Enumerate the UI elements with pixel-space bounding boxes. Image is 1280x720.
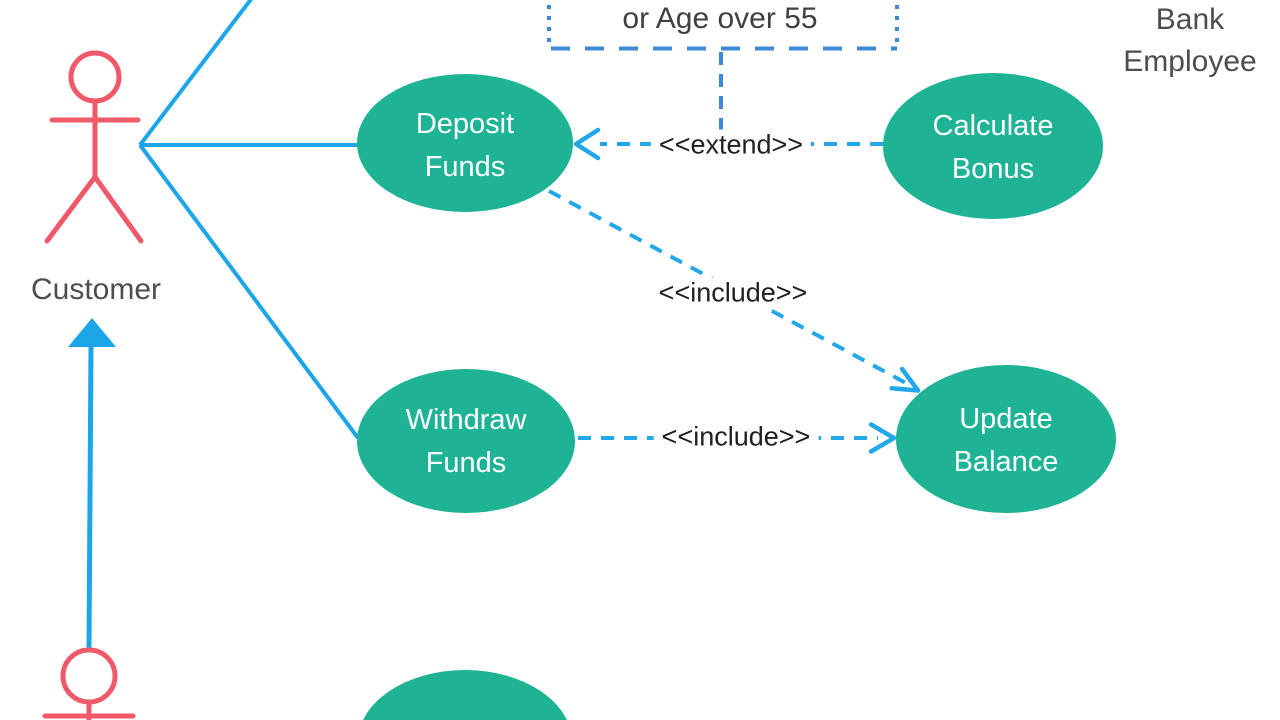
- use-case-ellipse-withdraw-funds: [357, 369, 575, 513]
- include-relationship-deposit: [548, 189, 921, 393]
- include-label-deposit: <<include>>: [650, 277, 816, 309]
- generalization-line: [86, 346, 94, 649]
- sub-actor-figure: [42, 647, 136, 720]
- withdraw-funds-line1: Withdraw: [405, 404, 527, 436]
- use-case-label-update-balance: Update Balance: [954, 398, 1059, 484]
- bank-employee-label-line1: Bank: [1155, 3, 1225, 36]
- use-case-ellipse-calculate-bonus: [883, 73, 1103, 219]
- association-line-withdraw: [138, 143, 360, 440]
- calculate-bonus-line1: Calculate: [932, 110, 1054, 142]
- include-label-withdraw: <<include>>: [653, 421, 819, 453]
- sub-actor-head: [60, 647, 118, 705]
- deposit-funds-line1: Deposit: [415, 108, 515, 140]
- extend-label: <<extend>>: [650, 129, 812, 161]
- note-box: [547, 0, 899, 140]
- withdraw-funds-line2: Funds: [425, 447, 507, 479]
- customer-label: Customer: [30, 273, 162, 306]
- update-balance-line2: Balance: [953, 446, 1059, 478]
- bank-employee-label: Bank Employee: [1123, 0, 1256, 83]
- use-case-ellipse-convert: [363, 670, 567, 720]
- generalization-arrowhead: [68, 318, 116, 347]
- use-case-ellipse-deposit-funds: [357, 74, 573, 212]
- customer-actor-figure: [44, 50, 144, 244]
- note-text: or Age over 55: [622, 2, 818, 35]
- include-arrowhead-horizontal: [868, 422, 897, 454]
- deposit-funds-line2: Funds: [424, 151, 506, 183]
- generalization-arrow: [68, 318, 116, 649]
- use-case-ellipse-update-balance: [896, 365, 1116, 513]
- extend-arrowhead: [573, 127, 601, 161]
- update-balance-line1: Update: [959, 403, 1053, 435]
- use-case-label-withdraw-funds: Withdraw Funds: [406, 399, 527, 485]
- customer-right-leg: [92, 174, 144, 244]
- use-case-label-deposit-funds: Deposit Funds: [416, 103, 514, 189]
- bank-employee-label-line2: Employee: [1123, 45, 1257, 78]
- include-arrowhead-diagonal: [889, 366, 921, 393]
- calculate-bonus-line2: Bonus: [951, 153, 1035, 185]
- association-line-top: [138, 0, 253, 147]
- customer-left-leg: [44, 174, 98, 244]
- use-case-label-calculate-bonus: Calculate Bonus: [933, 105, 1054, 191]
- customer-head: [68, 50, 122, 104]
